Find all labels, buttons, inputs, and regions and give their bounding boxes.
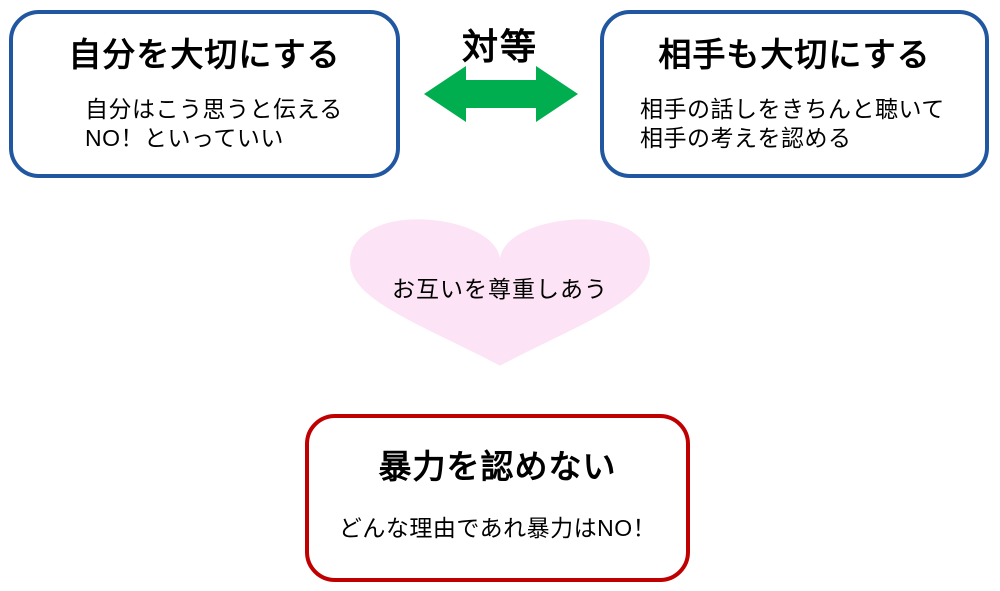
mutual-respect-label: お互いを尊重しあう xyxy=(392,275,608,302)
heart-icon xyxy=(350,219,650,366)
partner-respect-box: 相手も大切にする 相手の話しをきちんと聴いて 相手の考えを認める xyxy=(600,10,989,178)
self-respect-line-2: NO！といっていい xyxy=(85,125,284,152)
partner-respect-line-1: 相手の話しをきちんと聴いて xyxy=(640,95,945,122)
self-respect-line-1: 自分はこう思うと伝える xyxy=(85,95,343,122)
no-violence-box: 暴力を認めない どんな理由であれ暴力はNO！ xyxy=(305,414,690,582)
self-respect-title: 自分を大切にする xyxy=(68,36,341,73)
equality-label: 対等 xyxy=(461,26,538,67)
no-violence-line-1: どんな理由であれ暴力はNO！ xyxy=(338,514,657,541)
self-respect-body: 自分はこう思うと伝える NO！といっていい xyxy=(13,95,396,154)
mutual-respect-heart: お互いを尊重しあう xyxy=(347,216,653,369)
partner-respect-line-2: 相手の考えを認める xyxy=(640,125,852,152)
partner-respect-body: 相手の話しをきちんと聴いて 相手の考えを認める xyxy=(604,95,985,154)
no-violence-body: どんな理由であれ暴力はNO！ xyxy=(309,514,686,543)
no-violence-title: 暴力を認めない xyxy=(378,448,617,485)
double-headed-arrow-icon xyxy=(424,64,578,124)
self-respect-box: 自分を大切にする 自分はこう思うと伝える NO！といっていい xyxy=(9,10,400,178)
double-headed-arrow-shape xyxy=(424,66,578,122)
partner-respect-title: 相手も大切にする xyxy=(658,36,931,73)
